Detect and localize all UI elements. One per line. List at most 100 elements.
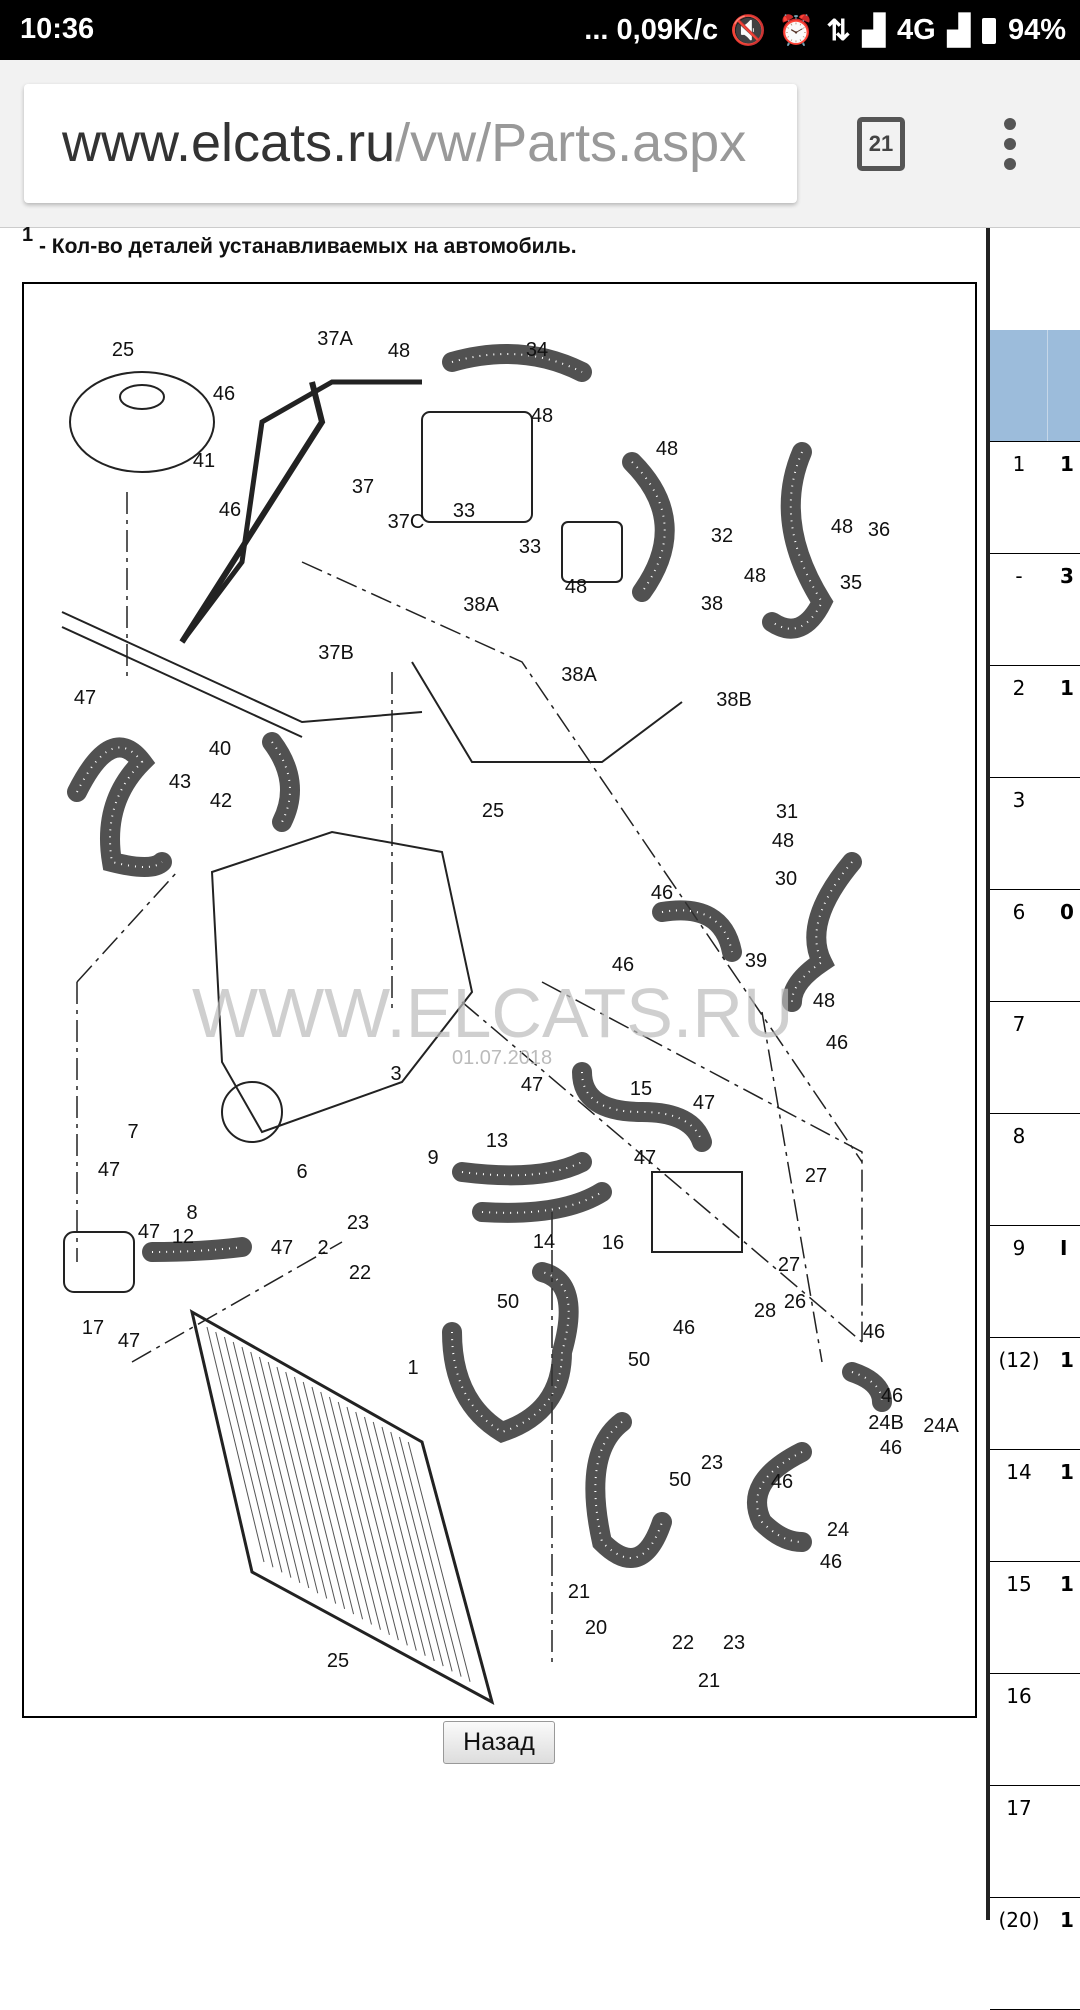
position-cell: 15 <box>1006 1572 1032 1596</box>
part-callout[interactable]: 13 <box>486 1130 508 1152</box>
radiator-fin <box>206 1326 265 1563</box>
part-callout[interactable]: 23 <box>347 1212 369 1234</box>
part-callout[interactable]: 36 <box>868 519 890 541</box>
network-type: 4G <box>896 14 936 46</box>
part-callout[interactable]: 46 <box>651 882 673 904</box>
part-callout[interactable]: 25 <box>482 800 504 822</box>
part-callout[interactable]: 40 <box>209 738 231 760</box>
part-callout[interactable]: 47 <box>693 1092 715 1114</box>
part-callout[interactable]: 35 <box>840 572 862 594</box>
part-callout[interactable]: 48 <box>565 576 587 598</box>
part-callout[interactable]: 46 <box>881 1385 903 1407</box>
part-callout[interactable]: 32 <box>711 525 733 547</box>
part-callout[interactable]: 38A <box>463 594 499 616</box>
part-callout[interactable]: 48 <box>772 830 794 852</box>
part-callout[interactable]: 24A <box>923 1415 959 1437</box>
part-callout[interactable]: 21 <box>698 1670 720 1692</box>
part-callout[interactable]: 22 <box>672 1632 694 1654</box>
part-callout[interactable]: 25 <box>112 339 134 361</box>
radiator-fin <box>346 1406 408 1646</box>
part-callout[interactable]: 21 <box>568 1581 590 1603</box>
back-button[interactable]: Назад <box>443 1721 555 1764</box>
position-cell: 7 <box>1012 1012 1026 1036</box>
part-callout[interactable]: 31 <box>776 801 798 823</box>
part-callout[interactable]: 48 <box>831 516 853 538</box>
part-callout[interactable]: 48 <box>531 405 553 427</box>
part-callout[interactable]: 46 <box>880 1437 902 1459</box>
part-callout[interactable]: 23 <box>701 1452 723 1474</box>
part-callout[interactable]: 33 <box>453 500 475 522</box>
part-callout[interactable]: 25 <box>327 1650 349 1672</box>
overflow-menu-icon[interactable] <box>998 118 1022 174</box>
part-callout[interactable]: 24B <box>868 1412 904 1434</box>
part-number-cell: 1 <box>1060 1908 1074 1932</box>
part-callout[interactable]: 50 <box>497 1291 519 1313</box>
part-callout[interactable]: 1 <box>407 1357 418 1379</box>
tab-switcher-button[interactable]: 21 <box>857 117 905 171</box>
part-callout[interactable]: 42 <box>210 790 232 812</box>
part-callout[interactable]: 20 <box>585 1617 607 1639</box>
part-callout[interactable]: 22 <box>349 1262 371 1284</box>
part-callout[interactable]: 3 <box>390 1063 401 1085</box>
part-callout[interactable]: 38B <box>716 689 752 711</box>
url-bar[interactable]: www.elcats.ru/vw/Parts.aspx <box>24 84 797 203</box>
part-callout[interactable]: 46 <box>826 1032 848 1054</box>
part-callout[interactable]: 48 <box>388 340 410 362</box>
part-callout[interactable]: 16 <box>602 1232 624 1254</box>
part-callout[interactable]: 46 <box>219 499 241 521</box>
part-callout[interactable]: 47 <box>521 1074 543 1096</box>
part-callout[interactable]: 37C <box>388 511 425 533</box>
part-callout[interactable]: 47 <box>634 1147 656 1169</box>
part-callout[interactable]: 8 <box>186 1202 197 1224</box>
part-callout[interactable]: 50 <box>669 1469 691 1491</box>
part-callout[interactable]: 34 <box>526 339 548 361</box>
part-callout[interactable]: 47 <box>74 687 96 709</box>
part-callout[interactable]: 37 <box>352 476 374 498</box>
part-callout[interactable]: 46 <box>863 1321 885 1343</box>
part-callout[interactable]: 38A <box>561 664 597 686</box>
part-callout[interactable]: 47 <box>98 1159 120 1181</box>
part-callout[interactable]: 30 <box>775 868 797 890</box>
part-callout[interactable]: 37B <box>318 642 354 664</box>
part-callout[interactable]: 48 <box>744 565 766 587</box>
part-callout[interactable]: 46 <box>673 1317 695 1339</box>
part-callout[interactable]: 48 <box>813 990 835 1012</box>
part-callout[interactable]: 46 <box>612 954 634 976</box>
part-callout[interactable]: 47 <box>138 1221 160 1243</box>
part-callout[interactable]: 41 <box>193 450 215 472</box>
part-callout[interactable]: 39 <box>745 950 767 972</box>
part-callout[interactable]: 27 <box>778 1254 800 1276</box>
part-callout[interactable]: 12 <box>172 1226 194 1248</box>
part-callout[interactable]: 48 <box>656 438 678 460</box>
part-callout[interactable]: 7 <box>127 1121 138 1143</box>
part-callout[interactable]: 17 <box>82 1317 104 1339</box>
part-callout[interactable]: 43 <box>169 771 191 793</box>
part-callout[interactable]: 6 <box>296 1161 307 1183</box>
part-callout[interactable]: 47 <box>118 1330 140 1352</box>
part-callout[interactable]: 28 <box>754 1300 776 1322</box>
part-callout[interactable]: 46 <box>820 1551 842 1573</box>
part-callout[interactable]: 27 <box>805 1165 827 1187</box>
part-callout[interactable]: 38 <box>701 593 723 615</box>
part-callout[interactable]: 26 <box>784 1291 806 1313</box>
part-callout[interactable]: 37A <box>317 328 353 350</box>
part-callout[interactable]: 15 <box>630 1078 652 1100</box>
radiator-drawing <box>189 1309 495 1705</box>
radiator-fin <box>224 1336 283 1573</box>
part-callout[interactable]: 9 <box>427 1147 438 1169</box>
part-callout[interactable]: 2 <box>317 1237 328 1259</box>
part-callout[interactable]: 50 <box>628 1349 650 1371</box>
part-callout[interactable]: 24 <box>827 1519 849 1541</box>
part-callout[interactable]: 46 <box>213 383 235 405</box>
part-callout[interactable]: 47 <box>271 1237 293 1259</box>
data-transfer-icon: ⇅ <box>826 15 851 47</box>
part-callout[interactable]: 33 <box>519 536 541 558</box>
part-callout[interactable]: 23 <box>723 1632 745 1654</box>
part-callout[interactable]: 14 <box>533 1231 555 1253</box>
part-callout[interactable]: 46 <box>771 1471 793 1493</box>
position-cell: 2 <box>1012 676 1026 700</box>
